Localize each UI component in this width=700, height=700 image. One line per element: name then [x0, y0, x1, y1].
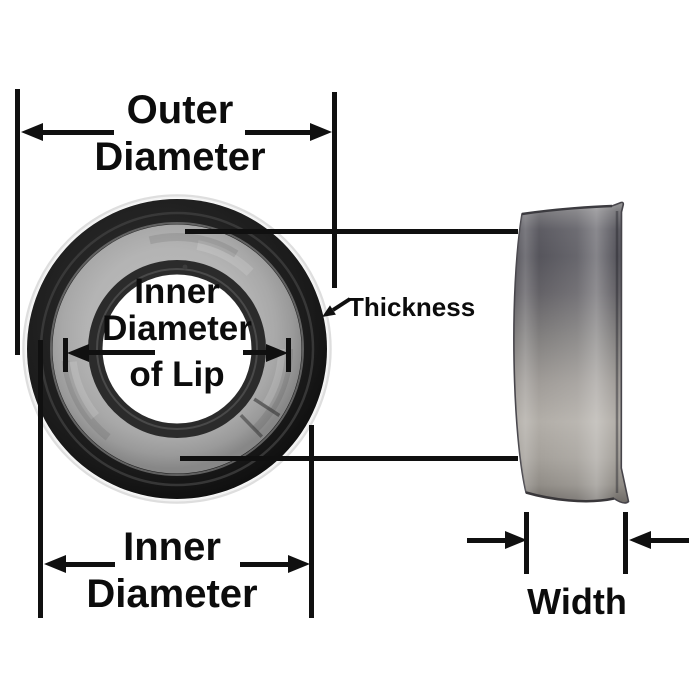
width-arrow-shaft-right: [649, 538, 689, 543]
inner-diameter-arrow-shaft-left: [64, 562, 115, 567]
width-arrowhead-right: [629, 531, 651, 549]
lip-diameter-arrow-shaft-left: [87, 350, 155, 355]
sleeve-side-view-image: [513, 201, 630, 504]
lip-diameter-label-line1: Inner: [134, 272, 220, 311]
inner-diameter-label: Inner Diameter: [86, 524, 257, 618]
width-arrow-shaft-left: [467, 538, 507, 543]
width-label: Width: [527, 581, 627, 622]
top-connector-line: [185, 229, 518, 234]
lip-diameter-label-line3: of Lip: [129, 355, 225, 394]
inner-diameter-arrow-shaft-right: [240, 562, 290, 567]
inner-diameter-arrowhead-right: [288, 555, 310, 573]
outer-diameter-arrowhead-left: [21, 123, 43, 141]
inner-diameter-label-line1: Inner: [123, 525, 221, 569]
inner-diameter-extension-line-right: [309, 425, 314, 618]
outer-diameter-extension-line-right: [332, 92, 337, 288]
outer-diameter-arrow-shaft-left: [41, 130, 114, 135]
lip-diameter-tick-right: [286, 338, 291, 372]
inner-diameter-extension-line-left: [38, 340, 43, 618]
width-arrowhead-left: [505, 531, 527, 549]
outer-diameter-label-line1: Outer: [126, 88, 234, 132]
outer-diameter-arrowhead-right: [310, 123, 332, 141]
outer-diameter-extension-line-left: [15, 89, 20, 355]
bottom-connector-line: [180, 456, 518, 461]
inner-diameter-arrowhead-left: [44, 555, 66, 573]
width-extension-line-right: [623, 512, 628, 574]
thickness-pointer-arrow: [322, 297, 352, 317]
lip-diameter-tick-left: [63, 338, 68, 372]
thickness-label: Thickness: [348, 292, 476, 322]
outer-diameter-arrow-shaft-right: [245, 130, 311, 135]
lip-diameter-label-line2: Diameter: [102, 309, 252, 348]
lip-diameter-arrowhead-left: [67, 344, 89, 362]
seal-front-view-image: [22, 194, 332, 504]
lip-diameter-arrow-shaft-right: [243, 350, 269, 355]
inner-diameter-label-line2: Diameter: [86, 572, 258, 616]
outer-diameter-label-line2: Diameter: [94, 135, 266, 179]
outer-diameter-label: Outer Diameter: [94, 87, 265, 181]
lip-diameter-arrowhead-right: [266, 344, 288, 362]
